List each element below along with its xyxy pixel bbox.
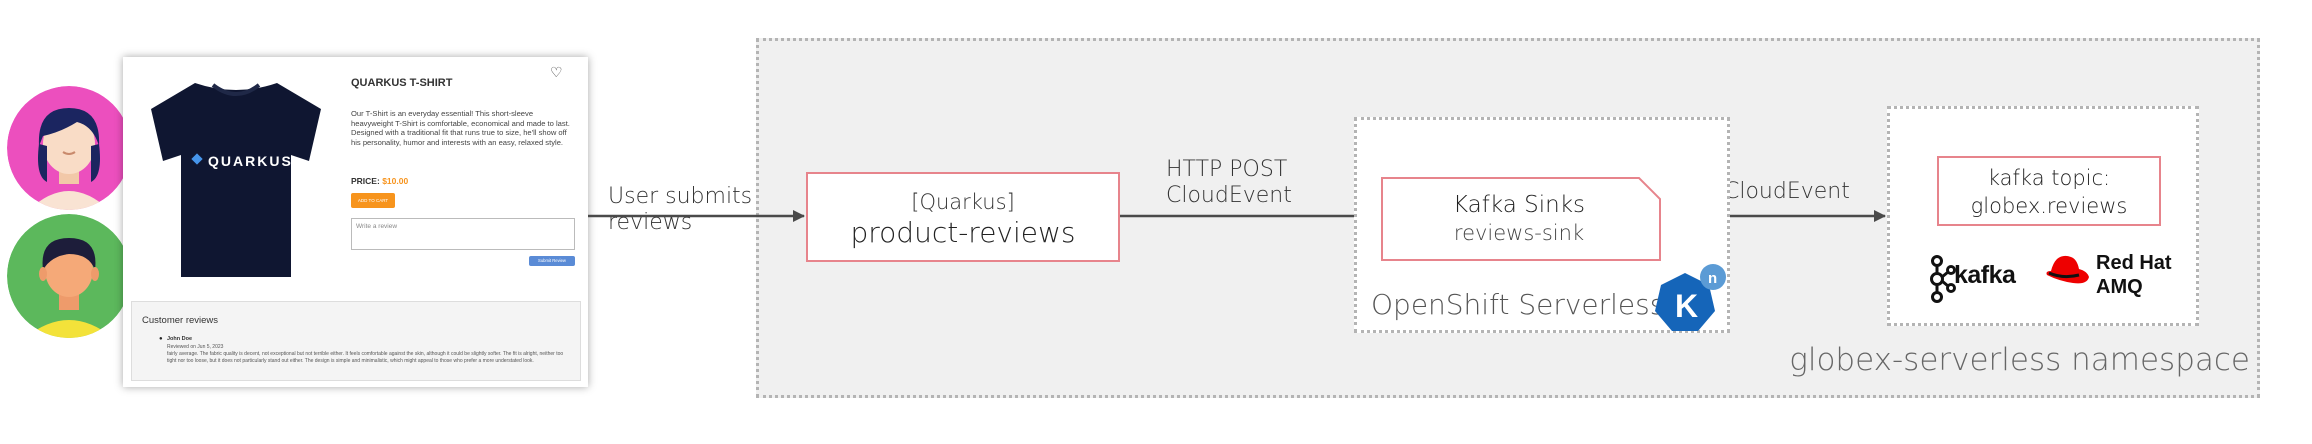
product-reviews-node: [Quarkus] product-reviews bbox=[806, 172, 1120, 262]
kafka-sinks-name: reviews-sink bbox=[1453, 221, 1585, 245]
product-page-screenshot: QUARKUS QUARKUS T-SHIRT ♡ Our T-Shirt is… bbox=[123, 57, 588, 387]
edge-label-http-post-line1: HTTP POST bbox=[1166, 157, 1288, 182]
edge-label-cloudevent: CloudEvent bbox=[1724, 179, 1850, 204]
reviews-heading: Customer reviews bbox=[142, 315, 219, 326]
openshift-serverless-container: Kafka Sinks reviews-sink OpenShift Serve… bbox=[1354, 117, 1730, 333]
kafka-sinks-node bbox=[1381, 177, 1661, 261]
female-user-avatar-icon bbox=[7, 86, 131, 210]
product-reviews-name: product-reviews bbox=[850, 216, 1076, 249]
redhat-wordmark-line1: Red Hat bbox=[2096, 252, 2172, 274]
review-date: Reviewed on Jun 5, 2023 bbox=[167, 344, 224, 350]
product-reviews-framework: [Quarkus] bbox=[911, 190, 1015, 214]
customer-reviews-section: Customer reviews ● John Doe Reviewed on … bbox=[131, 301, 581, 381]
kafka-sinks-title: Kafka Sinks bbox=[1452, 192, 1586, 218]
heart-icon[interactable]: ♡ bbox=[550, 64, 563, 80]
user-icon: ● bbox=[159, 336, 163, 342]
product-description: Our T-Shirt is an everyday essential! Th… bbox=[351, 109, 570, 147]
knative-letter: K bbox=[1675, 288, 1698, 324]
knative-logo-icon: K n bbox=[1655, 264, 1726, 331]
redhat-logo-icon bbox=[2046, 255, 2089, 284]
edge-label-http-post-line2: CloudEvent bbox=[1166, 183, 1292, 208]
review-input[interactable]: Write a review bbox=[351, 218, 575, 250]
male-user-avatar-icon bbox=[7, 214, 131, 338]
openshift-serverless-label: OpenShift Serverless bbox=[1371, 288, 1665, 321]
price-value: $10.00 bbox=[382, 176, 409, 186]
kafka-wordmark: kafka bbox=[1954, 261, 2016, 289]
edge-label-http-post: HTTP POST CloudEvent bbox=[1166, 157, 1292, 209]
amq-container: kafka topic: globex.reviews kafka Red Ha… bbox=[1887, 106, 2199, 326]
kafka-topic-label: kafka topic: bbox=[1987, 166, 2111, 190]
kafka-topic-name: globex.reviews bbox=[1970, 194, 2128, 218]
product-title: QUARKUS T-SHIRT bbox=[351, 77, 453, 89]
submit-review-button[interactable]: Submit Review bbox=[529, 256, 575, 266]
add-to-cart-button[interactable]: ADD TO CART bbox=[351, 193, 395, 208]
review-text: fairly average. The fabric quality is de… bbox=[167, 351, 564, 364]
tshirt-image bbox=[131, 69, 341, 285]
quarkus-logo-text: QUARKUS bbox=[208, 153, 293, 169]
price-row: PRICE: $10.00 bbox=[351, 176, 408, 186]
kafka-topic-node: kafka topic: globex.reviews bbox=[1937, 156, 2161, 226]
edge-label-user-submits-line1: User submits bbox=[608, 184, 753, 209]
price-label: PRICE: bbox=[351, 176, 380, 186]
knative-badge-letter: n bbox=[1708, 270, 1717, 287]
reviewer-name: John Doe bbox=[167, 336, 193, 342]
namespace-label: globex-serverless namespace bbox=[1789, 342, 2250, 378]
redhat-wordmark-line2: AMQ bbox=[2096, 276, 2143, 298]
edge-label-user-submits: User submits reviews bbox=[608, 184, 752, 236]
kafka-logo-icon bbox=[1930, 255, 1956, 303]
edge-label-user-submits-line2: reviews bbox=[608, 210, 693, 235]
